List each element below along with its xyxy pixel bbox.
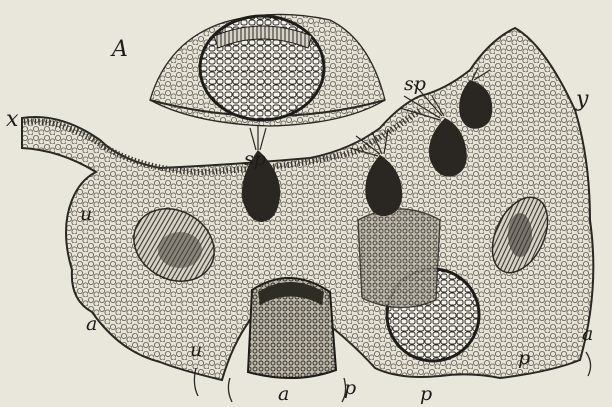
conceptacle-middle xyxy=(358,209,440,308)
label-x: x xyxy=(6,107,19,132)
label-p-right: p xyxy=(518,347,530,369)
label-sp-upper: sp xyxy=(404,73,426,95)
label-sp-middle: sp xyxy=(244,148,266,170)
sporangium-1 xyxy=(242,126,280,222)
label-u-lower: u xyxy=(190,339,202,361)
label-u-upper: u xyxy=(80,203,92,225)
label-p-center: p xyxy=(344,377,356,399)
label-y: y xyxy=(575,87,589,112)
label-a-right: a xyxy=(582,323,593,345)
label-a-bottom: a xyxy=(278,383,289,405)
label-p-bottom: p xyxy=(420,383,432,405)
inset-a-section xyxy=(150,14,385,126)
label-a-inset: A xyxy=(110,37,128,62)
label-a-left: a xyxy=(86,313,97,335)
conceptacle-bottom xyxy=(248,278,336,378)
